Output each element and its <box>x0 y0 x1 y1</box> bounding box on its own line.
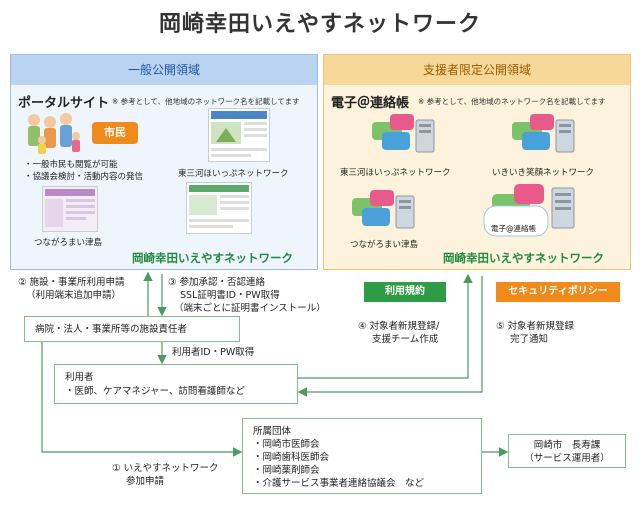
public-area-header: 一般公開領域 <box>11 55 317 85</box>
server-icon-higashimikawa <box>372 114 435 153</box>
organization-box: 所属団体 ・岡崎市医師会 ・岡崎歯科医師会 ・岡崎薬剤師会 ・介護サービス事業者… <box>242 418 482 494</box>
step-2-line2: （利用端末追加申請） <box>26 290 122 301</box>
server-icon-ieyasu <box>483 184 575 237</box>
family-illustration <box>28 113 80 154</box>
organization-item: ・岡崎薬剤師会 <box>253 465 320 476</box>
site-thumb-ieyasu <box>186 182 252 234</box>
portal-brand: 岡崎幸田いえやすネットワーク <box>132 251 293 265</box>
users-box: 利用者 ・医師、ケアマネジャー、訪問看護師など <box>54 364 298 404</box>
site-thumb-tsushima <box>42 186 98 232</box>
site-label-higashimikawa: 東三河ほいっぷネットワーク <box>178 169 289 179</box>
bullet-2: ・協議会検討・活動内容の発信 <box>24 172 144 182</box>
restricted-area-panel: 支援者限定公開領域 <box>323 54 631 270</box>
facility-manager-label: 病院・法人・事業所等の施設責任者 <box>35 324 188 335</box>
public-area-panel: 一般公開領域 <box>10 54 318 270</box>
step-4-line2: 支援チーム作成 <box>372 334 439 345</box>
organization-item: ・岡崎市医師会 <box>253 439 320 450</box>
terms-badge[interactable]: 利用規約 <box>364 282 446 302</box>
organization-item: ・岡崎歯科医師会 <box>253 452 330 463</box>
city-office-box: 岡崎市 長寿課 （サービス運用者） <box>508 434 626 468</box>
bullet-1: ・一般市民も閲覧が可能 <box>24 160 118 170</box>
users-title: 利用者 <box>65 372 94 383</box>
notebook-note: ※ 参考として、他地域のネットワーク名を記載してます <box>418 97 606 106</box>
step-3-line1: ③ 参加承認・否認連絡 <box>168 277 266 288</box>
step-5-line1: ⑤ 対象者新規登録 <box>496 321 575 332</box>
step-1-line2: 参加申請 <box>126 476 165 487</box>
server-label: 電子@連絡帳 <box>491 224 536 233</box>
notebook-site-ikiiki: いきいき笑顔ネットワーク <box>492 168 595 178</box>
users-detail: ・医師、ケアマネジャー、訪問看護師など <box>65 386 245 397</box>
notebook-title: 電子＠連絡帳 <box>331 96 410 111</box>
portal-title: ポータルサイト <box>18 96 110 111</box>
site-label-tsushima: つながろまい津島 <box>34 238 103 248</box>
portal-note: ※ 参考として、他地域のネットワーク名を記載してます <box>112 97 300 106</box>
server-icon-ikiiki <box>512 114 575 153</box>
server-icon-tsushima <box>352 190 415 229</box>
user-id-label: 利用者ID・PW取得 <box>172 347 255 358</box>
organization-title: 所属団体 <box>253 426 292 437</box>
step-5-line2: 完了通知 <box>510 334 549 345</box>
restricted-area-header: 支援者限定公開領域 <box>324 55 630 85</box>
step-2-line1: ② 施設・事業所利用申請 <box>18 277 125 288</box>
site-thumb-higashimikawa <box>208 108 270 162</box>
notebook-site-tsushima: つながろまい津島 <box>350 240 419 250</box>
notebook-brand: 岡崎幸田いえやすネットワーク <box>443 251 604 265</box>
step-1-line1: ① いえやすネットワーク <box>112 463 219 474</box>
security-policy-badge[interactable]: セキュリティポリシー <box>496 282 620 302</box>
city-office-subtitle: （サービス運用者） <box>524 453 610 464</box>
page-title: 岡崎幸田いえやすネットワーク <box>158 12 481 37</box>
city-office-title: 岡崎市 長寿課 <box>533 440 601 451</box>
facility-manager-box: 病院・法人・事業所等の施設責任者 <box>24 316 240 342</box>
notebook-site-higashimikawa: 東三河ほいっぷネットワーク <box>340 168 451 178</box>
step-3-line3: （端末ごとに証明書インストール） <box>174 303 326 314</box>
step-3-line2: SSL証明書ID・PW取得 <box>180 290 280 301</box>
citizen-badge: 市民 <box>92 122 138 144</box>
organization-item: ・介護サービス事業者連絡協議会 など <box>253 478 425 489</box>
step-4-line1: ④ 対象者新規登録/ <box>358 321 440 332</box>
